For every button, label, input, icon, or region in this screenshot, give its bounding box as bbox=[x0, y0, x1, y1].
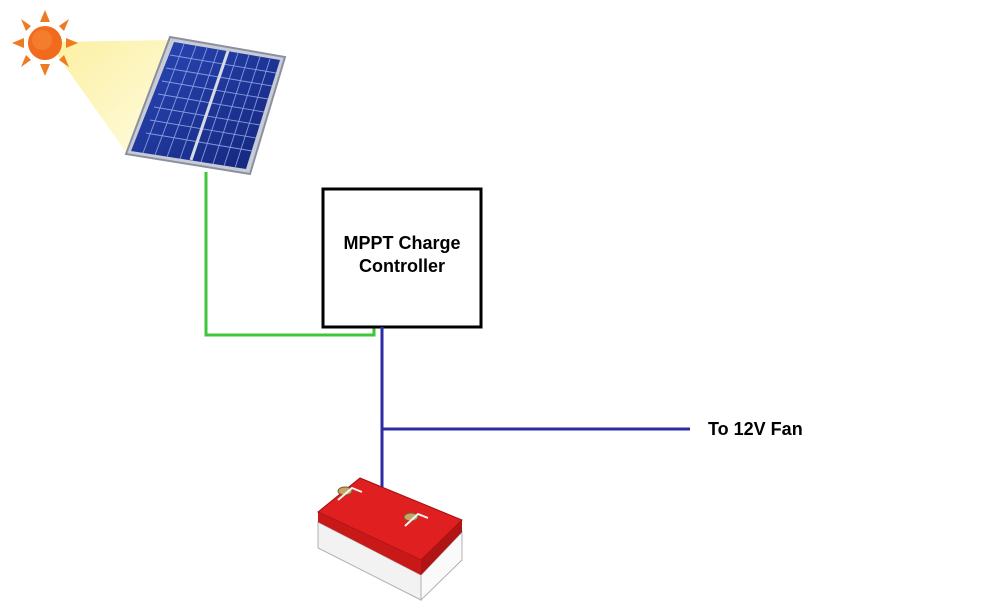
controller-label-line2: Controller bbox=[358, 256, 445, 276]
sun-icon bbox=[12, 10, 78, 76]
charge-controller-box bbox=[321, 187, 483, 329]
panel-wire bbox=[204, 172, 376, 337]
fan-label: To 12V Fan bbox=[708, 419, 803, 439]
battery-icon bbox=[317, 477, 463, 602]
solar-panel-icon bbox=[124, 35, 287, 176]
charge-controller-label: MPPT Charge Controller bbox=[323, 232, 481, 278]
sun-beam bbox=[48, 40, 170, 155]
controller-label-line1: MPPT Charge bbox=[343, 233, 461, 253]
